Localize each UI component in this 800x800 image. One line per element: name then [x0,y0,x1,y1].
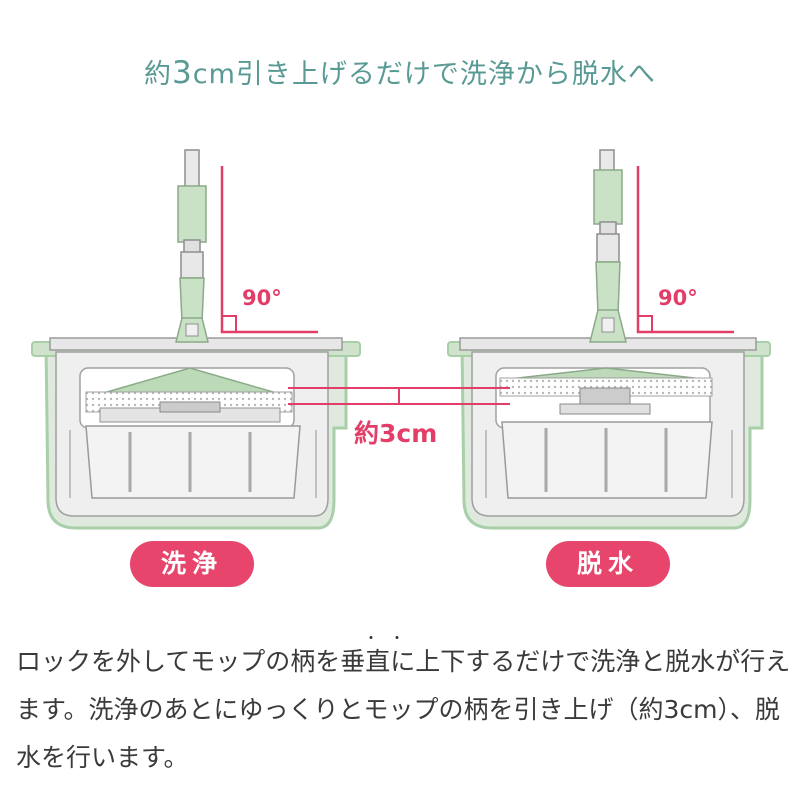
lift-measurement [288,387,510,405]
spin-basket [85,425,301,499]
headline-suffix: cm引き上げるだけで洗浄から脱水へ [192,59,656,90]
headline-prefix: 約 [144,59,173,90]
mop-handle-wash [175,149,209,343]
right-angle-guide-spin [636,166,734,334]
spin-mode-badge: 脱水 [546,541,670,587]
wash-mode-badge: 洗浄 [130,541,254,587]
right-angle-guide-wash [220,166,318,334]
description-text: ロックを外してモップの柄を垂直に上下するだけで洗浄と脱水が行えます。洗浄のあとに… [16,647,791,772]
angle-label-wash: 90° [242,286,282,310]
emphasis-dots: ・・ [364,631,416,647]
headline-number: 3 [172,55,193,91]
bucket-spin [447,337,771,530]
bucket-wash [31,337,361,530]
headline: 約3cm引き上げるだけで洗浄から脱水へ [0,52,800,91]
mop-handle-spin [589,149,627,343]
lift-amount-label: 約3cm [354,419,438,448]
angle-label-spin: 90° [658,286,698,310]
